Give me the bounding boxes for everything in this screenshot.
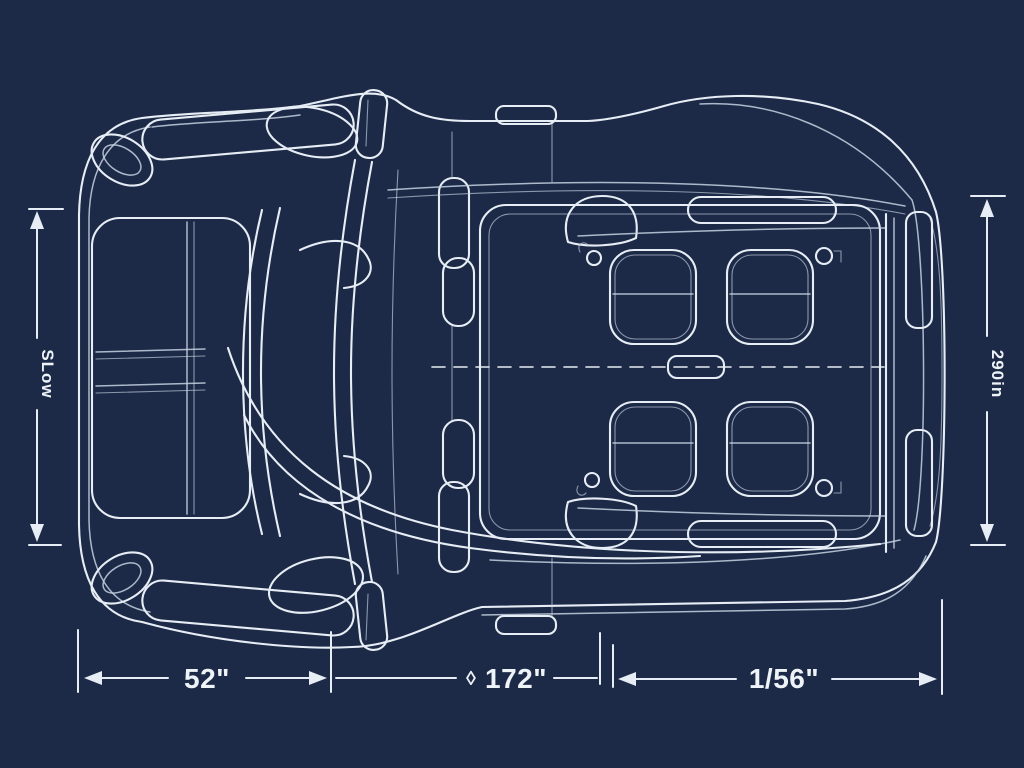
cabin-tub	[478, 203, 882, 541]
windshield-band-inner	[259, 206, 282, 538]
side-mirror-top	[354, 89, 389, 160]
body-outline-inner-top-left	[151, 114, 301, 128]
dimension-bottom-156: 1/56"	[612, 599, 943, 695]
dim-156-arrow-right	[919, 672, 937, 686]
anchor-tick-bottom-right	[833, 481, 842, 494]
rear-seat-1	[608, 248, 698, 346]
armrest-bar-top	[686, 195, 838, 225]
hood-rib-1a	[95, 348, 206, 353]
dim-right-arrow-down	[980, 524, 994, 542]
dimension-annotations: SLow 290in 52" ◊ 172"	[28, 195, 1007, 695]
rear-seat-2-inner	[731, 254, 809, 340]
hood-panel	[90, 216, 252, 520]
dim-52-arrow-left	[84, 671, 102, 685]
side-mirror-bottom-line	[365, 593, 369, 641]
cabin-rail-top	[577, 227, 887, 237]
front-seat-bottom	[298, 454, 372, 505]
headrest-bottom	[565, 497, 638, 550]
tailgate-latch-top	[904, 210, 934, 330]
dim-172-diamond-glyph: ◊	[466, 668, 476, 690]
cowl-nub-bottom	[494, 614, 558, 636]
anchor-curl-top-left	[578, 242, 589, 253]
hood-rib-1b	[95, 355, 206, 360]
dim-52-arrow-right	[309, 671, 327, 685]
side-mirror-top-line	[365, 99, 369, 147]
rear-seat-3	[608, 400, 698, 498]
dim-left-label: SLow	[38, 349, 57, 398]
anchor-curl-bottom-left	[576, 485, 587, 496]
dash-edge-line	[391, 169, 399, 575]
hood-rib-2a	[95, 382, 206, 387]
body-crease-lower	[242, 413, 702, 560]
car-top-view-drawing	[77, 89, 946, 651]
beltline-bottom-a	[489, 539, 901, 565]
anchor-ring-bottom-left	[583, 471, 601, 489]
body-crease-main	[226, 346, 882, 554]
windshield-band-outer	[241, 208, 264, 536]
dim-172-label: 172"	[485, 663, 547, 694]
anchor-tick-top-right	[833, 250, 842, 263]
headlight-bottom-left	[90, 551, 154, 605]
dimension-bottom-172: ◊ 172"	[335, 632, 601, 694]
fender-lamp-bottom	[267, 556, 365, 614]
cabin-rail-bottom	[577, 507, 887, 517]
dimension-right: 290in	[970, 195, 1007, 546]
cabin-tub-inner	[488, 213, 872, 531]
dim-right-label: 290in	[988, 350, 1007, 398]
center-pillar-bottom	[437, 480, 471, 574]
apillar-band-inner	[349, 160, 374, 584]
dim-156-arrow-left	[618, 672, 636, 686]
armrest-bar-bottom	[686, 519, 838, 549]
rear-bumper-inner-line	[929, 217, 943, 527]
front-seat-top	[298, 239, 372, 290]
side-mirror-bottom	[354, 580, 389, 651]
hood-rib-2b	[95, 389, 206, 394]
headlight-bottom-left-inner	[102, 562, 142, 594]
anchor-ring-top-left	[585, 249, 603, 267]
dim-left-arrow-up	[30, 211, 44, 229]
body-outline-outer	[77, 92, 946, 649]
rear-seat-2	[725, 248, 815, 346]
headlight-top-left-inner	[102, 144, 142, 176]
anchor-ring-top-right	[814, 246, 834, 266]
headlight-top-left	[90, 133, 154, 187]
dimension-left: SLow	[28, 208, 64, 546]
tailgate-latch-bottom	[904, 428, 934, 538]
rear-seat-3-inner	[614, 406, 692, 492]
center-pillar-bottom-knob	[441, 418, 476, 490]
headrest-top	[565, 194, 638, 247]
dim-left-arrow-down	[30, 524, 44, 542]
dimension-bottom-52: 52"	[77, 629, 332, 694]
center-pillar-top	[437, 176, 471, 270]
rear-seat-4	[725, 400, 815, 498]
body-outline-inner-front	[88, 126, 151, 613]
cowl-nub-top	[494, 104, 558, 126]
anchor-ring-bottom-right	[814, 478, 834, 498]
center-pillar-top-knob	[441, 256, 476, 328]
fender-strip-top	[141, 103, 355, 161]
fender-strip-bottom	[141, 579, 355, 637]
dim-right-arrow-up	[980, 199, 994, 217]
rear-seat-4-inner	[731, 406, 809, 492]
body-outline-inner-rear-bottom	[481, 555, 927, 616]
dim-52-label: 52"	[184, 663, 230, 694]
body-outline-inner-rear-top	[699, 102, 925, 531]
rear-seat-1-inner	[614, 254, 692, 340]
beltline-top-a	[387, 181, 906, 207]
dim-156-label: 1/56"	[749, 663, 819, 694]
